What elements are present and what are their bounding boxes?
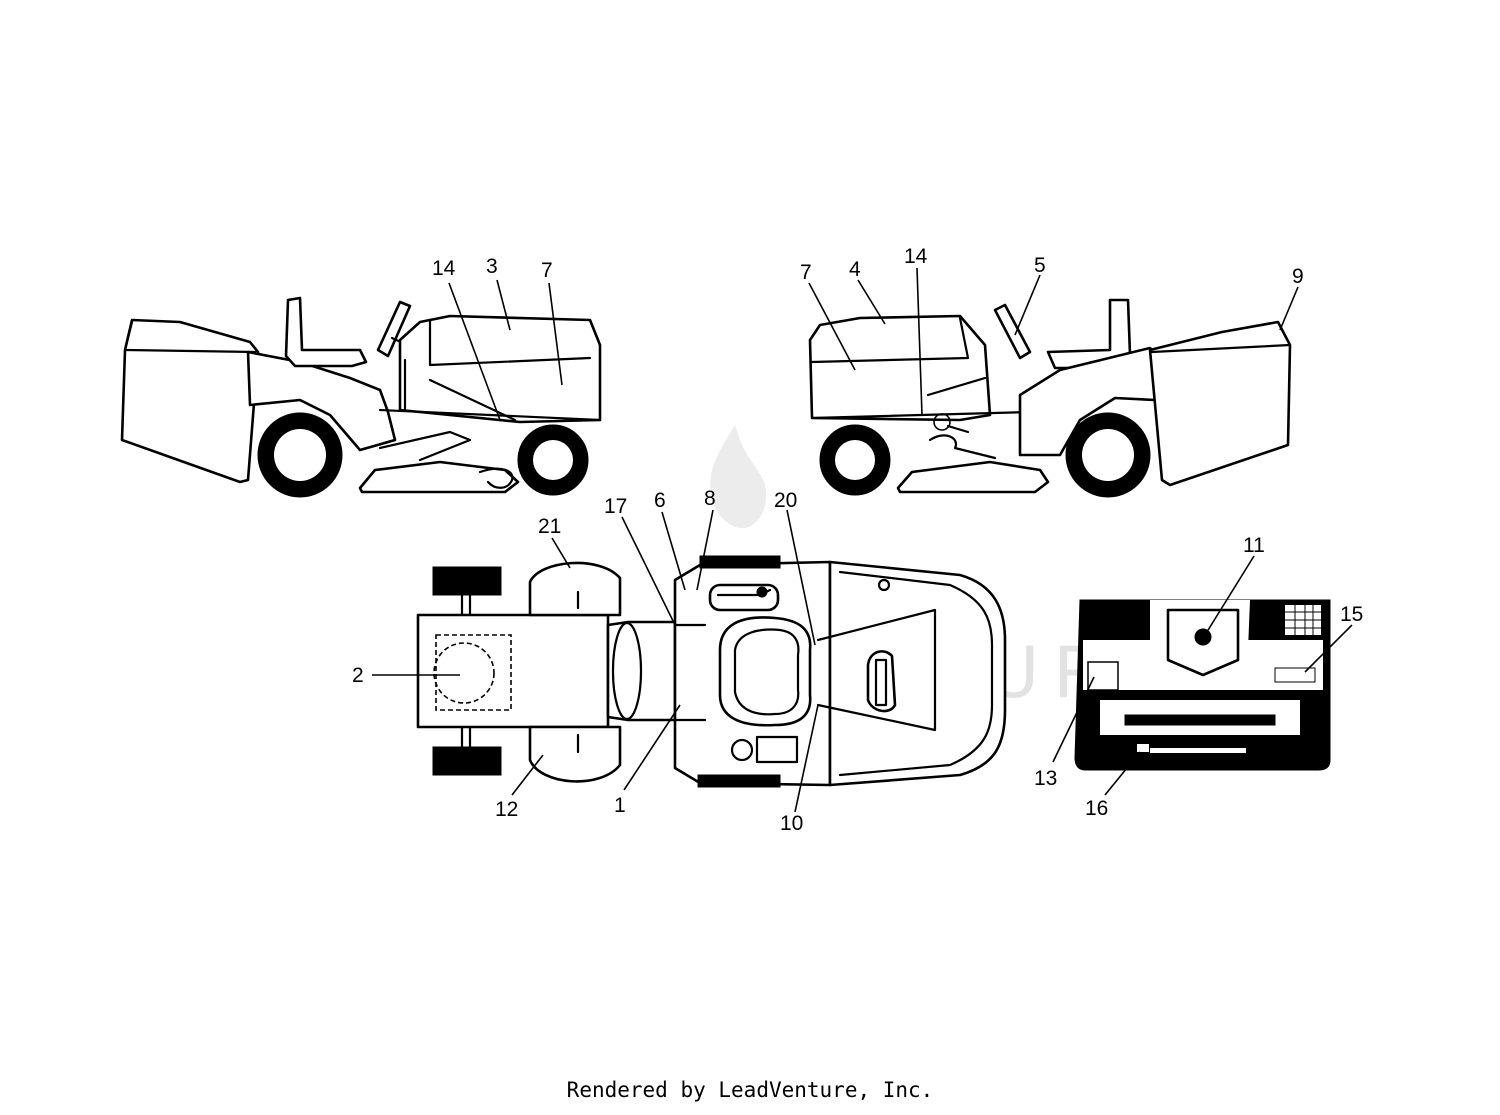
callout-10: 10 — [780, 812, 803, 835]
grass-bag-top — [416, 613, 610, 729]
callout-16: 16 — [1085, 797, 1108, 820]
seat — [284, 296, 368, 368]
left-side-view — [120, 296, 602, 498]
steering-wheel — [993, 303, 1032, 360]
steering-wheel — [376, 300, 412, 358]
callout-labels: 14 3 7 7 4 14 5 9 21 17 6 8 20 2 12 1 10… — [352, 245, 1363, 835]
callout-9: 9 — [1292, 265, 1304, 288]
rear-fender-top — [528, 561, 622, 617]
top-view — [416, 555, 1007, 788]
callout-11: 11 — [1243, 534, 1265, 557]
dash-view — [1074, 599, 1331, 771]
callout-7: 7 — [800, 261, 812, 284]
rear-fender — [246, 350, 397, 452]
callout-8: 8 — [704, 487, 716, 510]
rear-fender — [1018, 346, 1162, 457]
callout-3: 3 — [486, 255, 498, 278]
footer-credit: Rendered by LeadVenture, Inc. — [566, 1078, 934, 1102]
callout-14: 14 — [904, 245, 928, 268]
watermark-flame-icon — [710, 425, 767, 529]
callout-15: 15 — [1340, 603, 1363, 626]
rear-right-tire — [432, 746, 502, 776]
callout-7: 7 — [541, 259, 553, 282]
callout-20: 20 — [774, 489, 797, 512]
leader-lines — [372, 267, 1353, 813]
callout-13: 13 — [1034, 767, 1057, 790]
rear-left-tire — [432, 566, 502, 596]
callout-1: 1 — [614, 794, 626, 817]
callout-12: 12 — [495, 798, 518, 821]
grass-bag — [1148, 320, 1292, 487]
hood — [808, 314, 992, 422]
seat-top — [718, 616, 812, 727]
hood-top — [828, 560, 1007, 787]
callout-17: 17 — [604, 495, 627, 518]
callout-6: 6 — [654, 489, 666, 512]
callout-4: 4 — [849, 258, 861, 281]
callout-5: 5 — [1034, 254, 1046, 277]
callout-21: 21 — [538, 515, 561, 538]
mower-deck — [896, 460, 1050, 494]
callout-14: 14 — [432, 257, 456, 280]
right-side-view — [808, 298, 1292, 498]
callout-2: 2 — [352, 664, 364, 687]
grass-bag — [120, 318, 260, 484]
